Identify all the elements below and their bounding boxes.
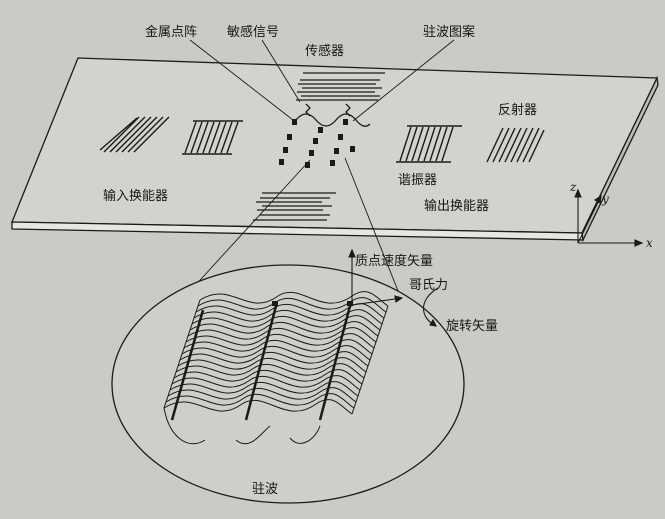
- label-resonator: 谐振器: [398, 173, 437, 188]
- sensor-comb-bottom: [253, 192, 336, 221]
- label-standing-wave-pattern: 驻波图案: [423, 25, 475, 40]
- label-standing-wave: 驻波: [252, 482, 278, 497]
- axis-label-z: z: [569, 180, 577, 194]
- plate-standing-wave: [279, 113, 371, 168]
- axis-label-x: x: [646, 236, 653, 250]
- label-input-transducer: 输入换能器: [103, 188, 168, 204]
- output-transducer-grating: [396, 125, 462, 163]
- vector-arrows: [348, 248, 439, 327]
- label-output-transducer: 输出换能器: [424, 198, 489, 214]
- left-reflector: [99, 116, 170, 153]
- label-metal-dot-array: 金属点阵: [145, 24, 197, 40]
- label-sensor: 传感器: [305, 43, 344, 59]
- label-reflector: 反射器: [498, 102, 537, 118]
- axis-label-y: y: [601, 192, 609, 206]
- label-rotation-vector: 旋转矢量: [446, 319, 498, 334]
- magnified-view: [111, 264, 465, 504]
- input-transducer-grating: [182, 120, 243, 155]
- coordinate-axes: [574, 188, 644, 247]
- label-particle-velocity-vector: 质点速度矢量: [355, 253, 433, 269]
- label-coriolis-force: 哥氏力: [409, 278, 448, 293]
- label-sensitive-signal: 敏感信号: [227, 24, 279, 40]
- right-reflector: [486, 127, 545, 163]
